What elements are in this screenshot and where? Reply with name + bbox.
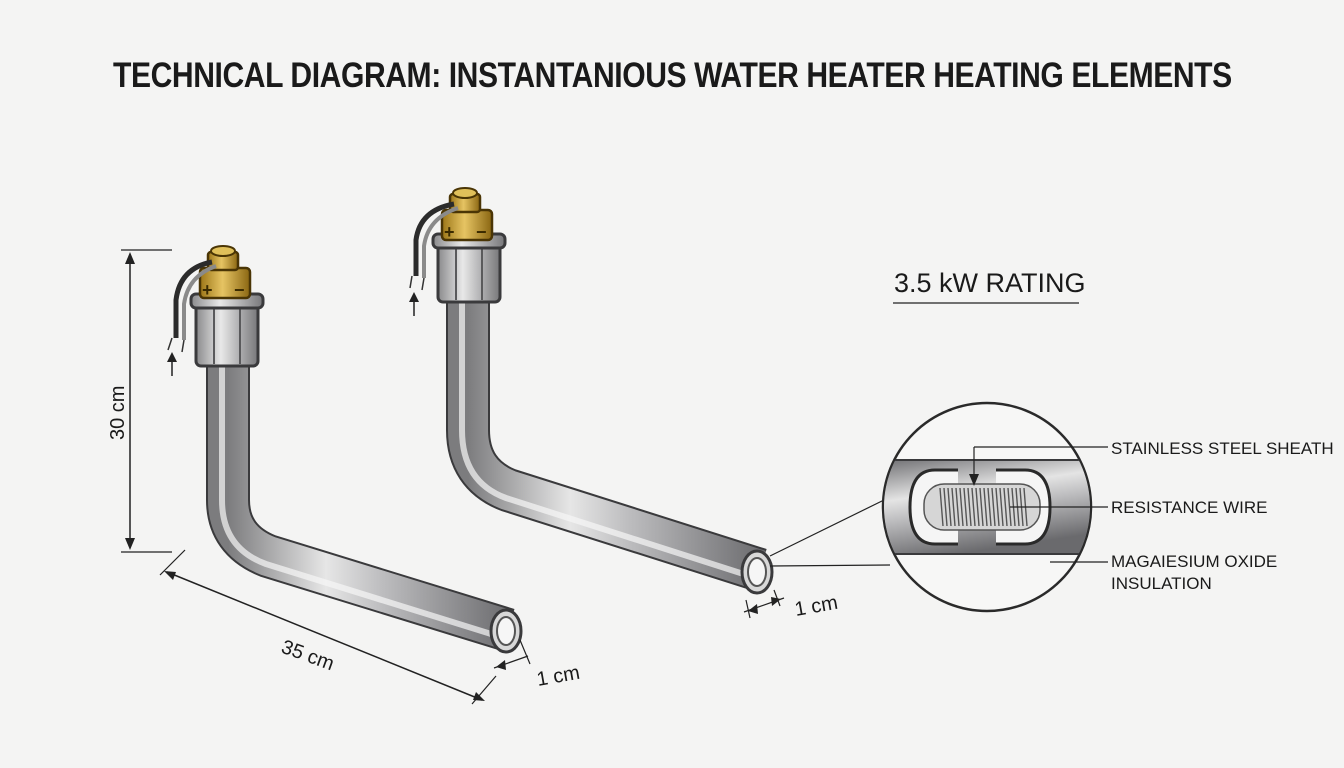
arrow-up-left (167, 352, 177, 376)
dimension-diameter-right-label: 1 cm (793, 592, 840, 621)
callout-wire: RESISTANCE WIRE (1111, 498, 1267, 517)
wire-right-a (413, 201, 455, 276)
heating-element-left: + − (167, 245, 523, 654)
rating-label: 3.5 kW RATING (894, 268, 1086, 298)
dimension-diameter-left (493, 639, 531, 670)
terminal-right-plus: + (444, 222, 455, 242)
coil-turn (955, 487, 960, 527)
coil-turn (979, 487, 984, 527)
coil-turn (967, 487, 972, 527)
tube-left-bore (496, 616, 516, 646)
coil-turn (987, 487, 992, 527)
coil-turn (1007, 487, 1012, 527)
coil-turn (991, 487, 996, 527)
callout-insulation-line2: INSULATION (1111, 574, 1212, 593)
dimension-height-label: 30 cm (107, 386, 129, 440)
callout-sheath-leader (969, 446, 1108, 486)
coil-turn (951, 487, 956, 527)
page-title: TECHNICAL DIAGRAM: INSTANTANIOUS WATER H… (113, 56, 1232, 95)
coil-turn (959, 487, 964, 527)
dimension-length (159, 549, 497, 705)
coil-turn (947, 487, 952, 527)
terminal-left-plus: + (202, 280, 213, 300)
dimension-length-label: 35 cm (278, 636, 337, 675)
terminal-left-minus: − (234, 280, 245, 300)
coil-turn (999, 487, 1004, 527)
coil-turn (975, 487, 980, 527)
tube-left-highlight (219, 360, 505, 641)
callout-insulation-line1: MAGAIESIUM OXIDE (1111, 552, 1277, 571)
arrow-up-right (409, 292, 419, 316)
heating-element-right: + − (409, 187, 774, 595)
callout-sheath: STAINLESS STEEL SHEATH (1111, 439, 1334, 458)
wire-left-a (173, 259, 213, 338)
dimension-diameter-left-label: 1 cm (535, 662, 582, 691)
coil-turn (983, 487, 988, 527)
tube-right-bore (747, 557, 767, 587)
coil-turn (1003, 487, 1008, 527)
coil-turn (939, 487, 944, 527)
coil-turn (971, 487, 976, 527)
coil-turn (963, 487, 968, 527)
wire-left-b (182, 264, 217, 340)
terminal-right-minus: − (476, 222, 487, 242)
dimension-height (121, 249, 172, 553)
tube-right-highlight (459, 300, 757, 581)
wire-right-b (422, 206, 459, 278)
tube-right-body (448, 300, 767, 590)
detail-zoom-lines (769, 499, 891, 567)
tube-left-body (208, 360, 514, 650)
nut-left (194, 298, 260, 368)
dimension-diameter-right (743, 589, 785, 619)
coil-turn (943, 487, 948, 527)
coil-turn (995, 487, 1000, 527)
